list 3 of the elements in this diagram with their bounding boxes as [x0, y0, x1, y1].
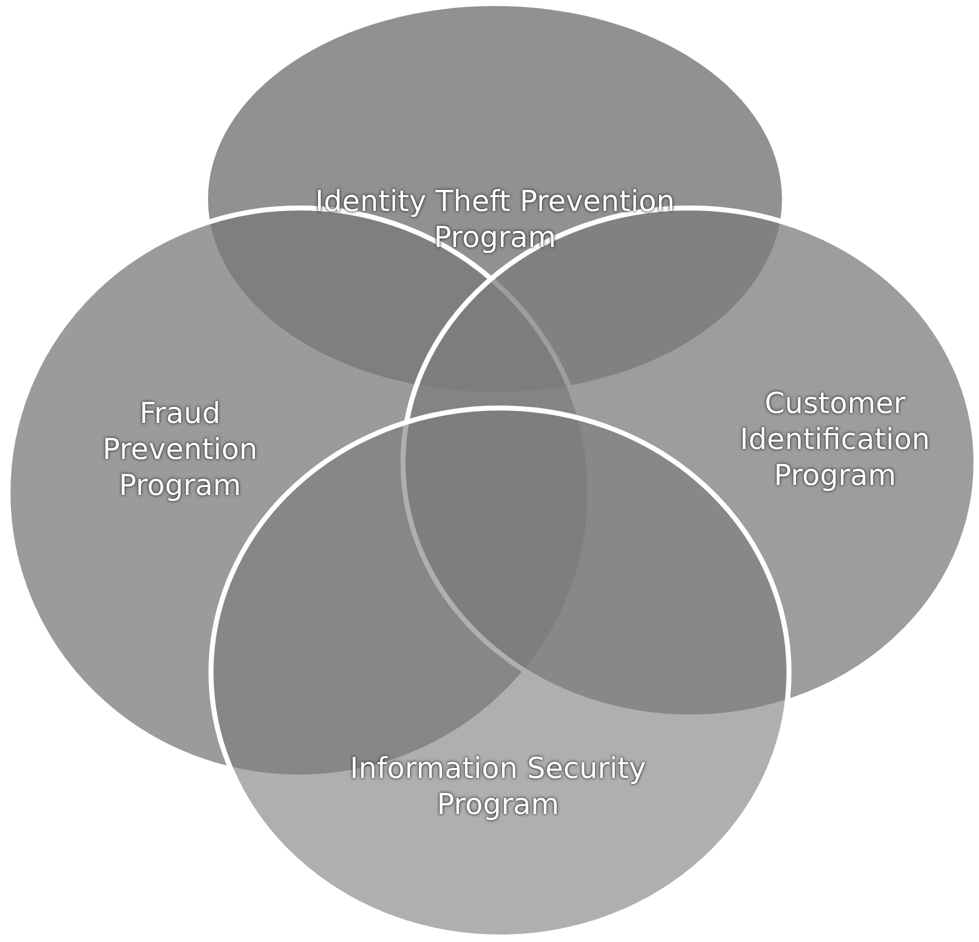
- circle-label: Customer Identification Program: [738, 385, 932, 493]
- circle-label: Fraud Prevention Program: [101, 395, 259, 503]
- circle-label: Information Security Program: [348, 750, 648, 822]
